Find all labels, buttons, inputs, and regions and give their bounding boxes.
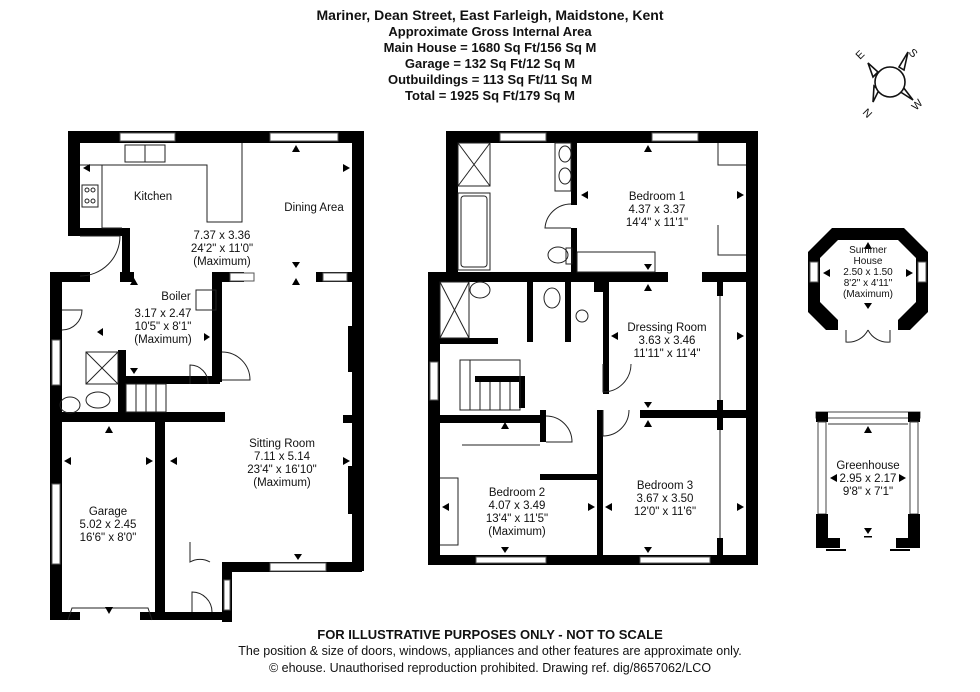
first-floor-windows: [429, 132, 711, 564]
summer-house-walls: [808, 228, 928, 343]
room-dressing-name: Dressing Room: [627, 322, 706, 334]
greenhouse-name: Greenhouse: [836, 460, 899, 472]
floorplan-footer: FOR ILLUSTRATIVE PURPOSES ONLY - NOT TO …: [200, 626, 780, 677]
room-dressing-imperial: 11'11" x 11'4": [634, 348, 701, 360]
first-floor-wardrobe-posts: [717, 282, 723, 556]
property-address: Mariner, Dean Street, East Farleigh, Mai…: [316, 7, 664, 23]
room-bedroom1-metric: 4.37 x 3.37: [629, 204, 686, 216]
room-bedroom3-imperial: 12'0" x 11'6": [634, 506, 696, 518]
room-sitting-imperial: 23'4" x 16'10": [247, 464, 316, 476]
summer-house-imperial: 8'2" x 4'11": [844, 278, 893, 289]
room-boiler-imperial: 10'5" x 8'1": [135, 321, 192, 333]
ground-floor-windows: [51, 132, 348, 611]
compass-icon: E S N W: [854, 47, 926, 121]
room-bedroom3-metric: 3.67 x 3.50: [637, 493, 694, 505]
room-bedroom2-imperial: 13'4" x 11'5": [486, 513, 548, 525]
summer-house-metric: 2.50 x 1.50: [843, 267, 893, 278]
summer-house-name2: House: [854, 256, 883, 267]
first-floor-walls: [428, 131, 758, 565]
room-boiler-name: Boiler: [161, 291, 191, 303]
compass-s: S: [906, 47, 920, 61]
summer-house-labels: Summer House 2.50 x 1.50 8'2" x 4'11" (M…: [843, 245, 893, 300]
room-kitchen-name: Kitchen: [134, 191, 172, 203]
room-sitting-metric: 7.11 x 5.14: [254, 451, 311, 463]
room-bedroom1-name: Bedroom 1: [629, 191, 685, 203]
area-main-house: Main House = 1680 Sq Ft/156 Sq M: [383, 40, 597, 55]
first-floor-dimension-markers: [442, 145, 744, 553]
room-bedroom1-imperial: 14'4" x 11'1": [626, 217, 688, 229]
area-total: Total = 1925 Sq Ft/179 Sq M: [405, 88, 575, 103]
room-bedroom3-name: Bedroom 3: [637, 480, 693, 492]
greenhouse-metric: 2.95 x 2.17: [840, 473, 897, 485]
greenhouse-walls: [815, 411, 921, 551]
approximation-note: The position & size of doors, windows, a…: [238, 644, 742, 658]
compass-e: E: [854, 48, 868, 62]
copyright-note: © ehouse. Unauthorised reproduction proh…: [268, 661, 712, 675]
room-sitting-note: (Maximum): [253, 477, 311, 489]
room-dining-name: Dining Area: [284, 202, 344, 214]
area-garage: Garage = 132 Sq Ft/12 Sq M: [404, 56, 576, 71]
room-garage-name: Garage: [89, 506, 127, 518]
area-outbuildings: Outbuildings = 113 Sq Ft/11 Sq M: [387, 72, 593, 87]
summer-house-name1: Summer: [849, 245, 887, 256]
first-floor-labels: Bedroom 1 4.37 x 3.37 14'4" x 11'1" Dres…: [486, 191, 707, 538]
room-boiler-note: (Maximum): [134, 334, 192, 346]
greenhouse-labels: Greenhouse 2.95 x 2.17 9'8" x 7'1": [830, 460, 906, 498]
room-boiler-metric: 3.17 x 2.47: [135, 308, 192, 320]
area-subtitle: Approximate Gross Internal Area: [388, 24, 592, 39]
room-dining-note: (Maximum): [193, 256, 251, 268]
ground-floor-dimension-markers: [64, 145, 350, 614]
room-sitting-name: Sitting Room: [249, 438, 315, 450]
floorplan-header: Mariner, Dean Street, East Farleigh, Mai…: [280, 6, 700, 104]
room-bedroom2-name: Bedroom 2: [489, 487, 545, 499]
summer-house-note: (Maximum): [843, 289, 893, 300]
ground-floor-labels: Kitchen Dining Area 7.37 x 3.36 24'2" x …: [80, 191, 345, 544]
disclaimer: FOR ILLUSTRATIVE PURPOSES ONLY - NOT TO …: [317, 627, 663, 642]
room-dining-imperial: 24'2" x 11'0": [191, 243, 253, 255]
room-bedroom2-note: (Maximum): [488, 526, 546, 538]
room-dining-metric: 7.37 x 3.36: [194, 230, 251, 242]
room-bedroom2-metric: 4.07 x 3.49: [489, 500, 546, 512]
room-garage-metric: 5.02 x 2.45: [80, 519, 137, 531]
room-dressing-metric: 3.63 x 3.46: [639, 335, 696, 347]
first-floor-fixtures: [439, 142, 746, 555]
ground-floor-fixtures: [59, 143, 251, 621]
greenhouse-imperial: 9'8" x 7'1": [843, 486, 893, 498]
compass-n: N: [860, 107, 874, 121]
room-garage-imperial: 16'6" x 8'0": [80, 532, 137, 544]
